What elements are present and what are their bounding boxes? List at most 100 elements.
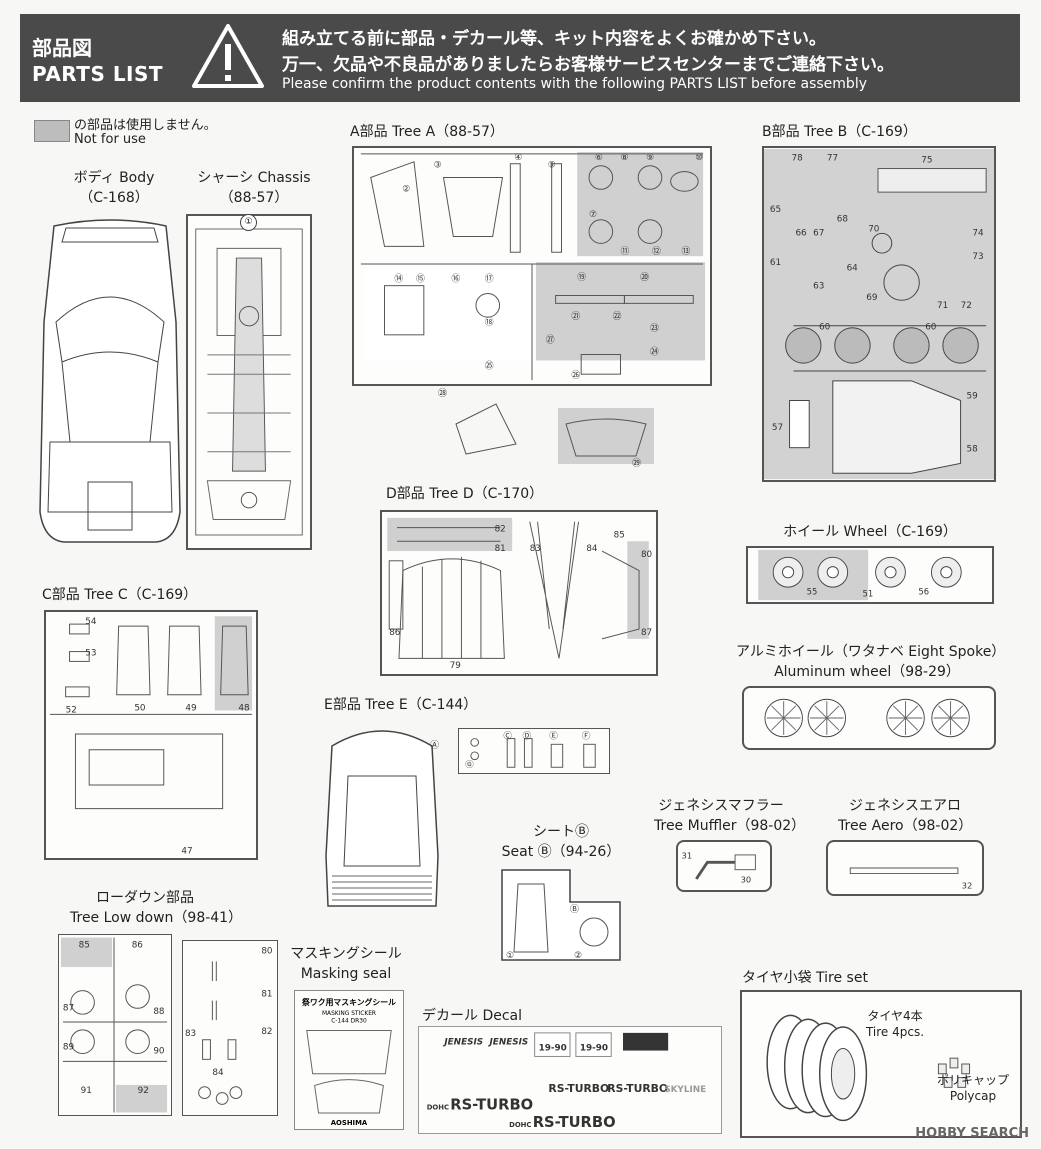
muffler-title-jp: ジェネシスマフラー bbox=[658, 798, 784, 814]
notice-line-en: Please confirm the product contents with… bbox=[282, 76, 867, 92]
masking-title: マスキングシール Masking seal bbox=[286, 944, 406, 984]
chassis-frame: ① bbox=[186, 214, 312, 550]
decal-skyline: SKYLINE bbox=[664, 1085, 706, 1095]
masking-sheet: 祭ワク用マスキングシール MASKING STICKER C-144 DR30 … bbox=[294, 990, 404, 1130]
svg-text:71: 71 bbox=[937, 301, 948, 311]
chassis-part-num: ① bbox=[240, 214, 257, 231]
svg-text:69: 69 bbox=[866, 293, 877, 303]
svg-text:31: 31 bbox=[682, 851, 693, 861]
masking-text-title: 祭ワク用マスキングシール bbox=[302, 997, 396, 1007]
chassis-title: シャーシ Chassis （88-57） bbox=[186, 168, 322, 208]
aero-drawing: 32 bbox=[849, 867, 973, 890]
aero-frame: 32 bbox=[826, 840, 984, 896]
notice-line-1: 組み立てる前に部品・デカール等、キット内容をよくお確かめ下さい。 bbox=[282, 29, 826, 49]
muffler-frame: 31 30 bbox=[676, 840, 772, 892]
svg-text:30: 30 bbox=[741, 875, 752, 885]
svg-text:75: 75 bbox=[921, 156, 932, 166]
tree-c-title: C部品 Tree C（C-169） bbox=[42, 587, 198, 603]
seat-title-jp: シートⒷ bbox=[533, 824, 589, 840]
svg-text:②: ② bbox=[574, 951, 582, 961]
svg-text:②: ② bbox=[402, 184, 410, 194]
decal-sheet: JENESIS JENESIS 19-90 19-90 RS-TURBO RS-… bbox=[418, 1026, 722, 1134]
polycap-label: ポリキャップ Polycap bbox=[928, 1072, 1018, 1104]
tree-e-title: E部品 Tree E（C-144） bbox=[324, 697, 478, 713]
chassis-drawing bbox=[195, 228, 303, 536]
svg-text:81: 81 bbox=[495, 544, 506, 554]
chassis-title-code: （88-57） bbox=[219, 190, 289, 206]
tire-set-frame: タイヤ4本 Tire 4pcs. ポリキャップ Polycap bbox=[740, 990, 1022, 1138]
svg-text:63: 63 bbox=[813, 281, 824, 291]
svg-text:92: 92 bbox=[138, 1086, 149, 1096]
svg-text:Ⓒ: Ⓒ bbox=[503, 731, 512, 742]
aero-title-en: Tree Aero（98-02） bbox=[838, 818, 973, 834]
svg-text:④: ④ bbox=[514, 153, 522, 163]
svg-text:68: 68 bbox=[837, 215, 849, 225]
svg-text:88: 88 bbox=[153, 1007, 165, 1017]
lowdown-title-en: Tree Low down（98-41） bbox=[70, 910, 243, 926]
seat-title-en: Seat Ⓑ（94-26） bbox=[501, 844, 621, 860]
svg-text:60: 60 bbox=[819, 323, 831, 333]
decal-dohc-1: DOHC bbox=[427, 1103, 449, 1111]
parts-list-title-jp: 部品図 bbox=[32, 36, 92, 60]
svg-text:82: 82 bbox=[261, 1027, 272, 1037]
svg-text:⑯: ⑯ bbox=[451, 274, 460, 285]
svg-text:85: 85 bbox=[79, 940, 90, 950]
svg-text:70: 70 bbox=[868, 224, 880, 234]
svg-text:53: 53 bbox=[85, 649, 96, 659]
tree-d-title: D部品 Tree D（C-170） bbox=[386, 486, 544, 502]
svg-text:82: 82 bbox=[495, 525, 506, 535]
svg-text:87: 87 bbox=[641, 628, 652, 638]
body-title-code: （C-168） bbox=[79, 190, 149, 206]
masking-drawing: 祭ワク用マスキングシール MASKING STICKER C-144 DR30 … bbox=[302, 997, 396, 1127]
polycap-label-jp: ポリキャップ bbox=[936, 1073, 1009, 1087]
body-title-jp: ボディ Body bbox=[73, 170, 155, 186]
svg-text:48: 48 bbox=[238, 703, 250, 713]
svg-text:32: 32 bbox=[962, 880, 973, 890]
svg-text:㉘: ㉘ bbox=[438, 388, 447, 399]
svg-text:60: 60 bbox=[925, 323, 937, 333]
tree-a-title: A部品 Tree A（88-57） bbox=[350, 124, 504, 140]
svg-text:83: 83 bbox=[185, 1029, 196, 1039]
svg-text:80: 80 bbox=[641, 550, 652, 560]
masking-text-code: C-144 DR30 bbox=[331, 1019, 367, 1025]
wheel-title: ホイール Wheel（C-169） bbox=[783, 524, 957, 540]
svg-text:49: 49 bbox=[185, 703, 196, 713]
tire-label-en: Tire 4pcs. bbox=[865, 1025, 925, 1039]
svg-text:89: 89 bbox=[63, 1043, 74, 1053]
svg-text:81: 81 bbox=[261, 990, 272, 1000]
svg-text:Ⓔ: Ⓔ bbox=[549, 731, 558, 742]
header-banner: 部品図 PARTS LIST 組み立てる前に部品・デカール等、キット内容をよくお… bbox=[20, 14, 1020, 102]
watermark: HOBBY SEARCH bbox=[915, 1126, 1029, 1141]
svg-text:Ⓖ: Ⓖ bbox=[465, 759, 474, 770]
svg-text:㉓: ㉓ bbox=[650, 323, 659, 334]
svg-text:91: 91 bbox=[81, 1086, 92, 1096]
svg-text:51: 51 bbox=[863, 588, 874, 598]
svg-text:90: 90 bbox=[153, 1046, 165, 1056]
svg-text:54: 54 bbox=[85, 617, 97, 627]
decal-rs-turbo-2: RS-TURBO bbox=[607, 1082, 668, 1095]
svg-text:84: 84 bbox=[212, 1068, 224, 1078]
tree-d-part-79: 79 bbox=[450, 661, 461, 671]
svg-text:86: 86 bbox=[389, 628, 401, 638]
muffler-title-en: Tree Muffler（98-02） bbox=[654, 818, 806, 834]
decal-jenesis-1: JENESIS bbox=[442, 1038, 483, 1048]
svg-text:66: 66 bbox=[795, 228, 807, 238]
legend-en: Not for use bbox=[74, 132, 146, 147]
legend-jp: の部品は使用しません。 bbox=[74, 118, 217, 133]
tire-set-drawing bbox=[766, 1014, 971, 1122]
body-drawing bbox=[39, 219, 181, 543]
muffler-title: ジェネシスマフラー Tree Muffler（98-02） bbox=[654, 796, 806, 836]
svg-text:85: 85 bbox=[614, 530, 625, 540]
svg-text:56: 56 bbox=[918, 587, 929, 597]
svg-text:86: 86 bbox=[132, 940, 144, 950]
warning-icon bbox=[192, 24, 264, 88]
masking-title-jp: マスキングシール bbox=[290, 946, 402, 962]
